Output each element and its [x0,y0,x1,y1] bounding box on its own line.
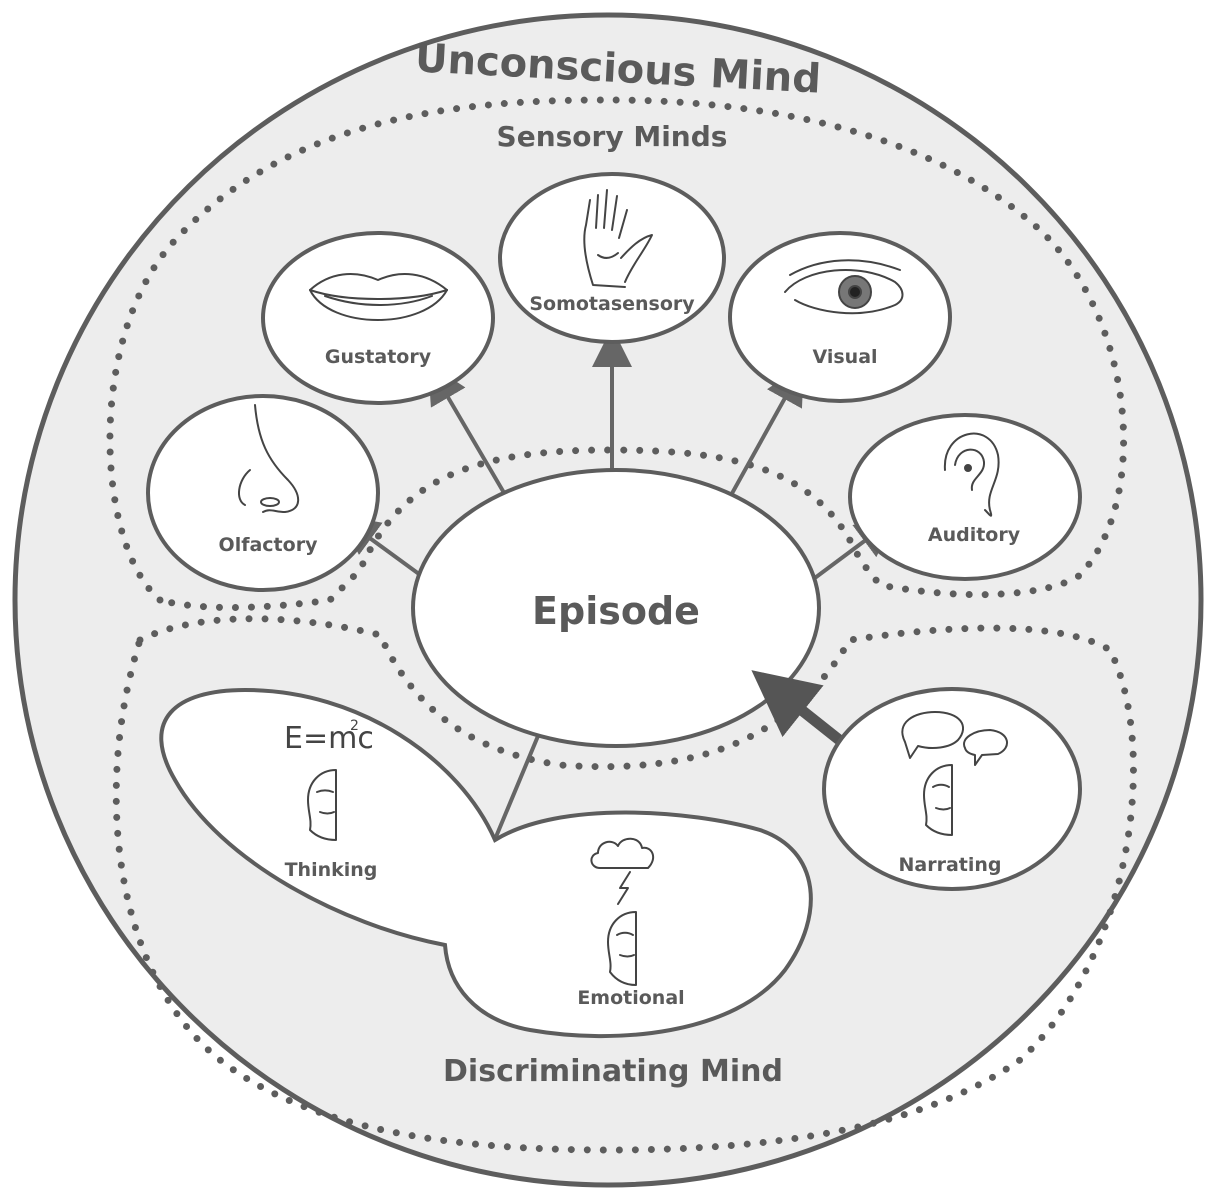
formula-exponent: 2 [350,718,359,734]
episode-node [411,468,821,748]
narrating-face-icon [923,764,953,836]
gustatory-node: Gustatory [261,231,495,405]
visual-node: Visual [728,231,952,403]
olfactory-label: Olfactory [219,534,319,556]
arrow-to-gustatory [427,363,519,517]
thinking-label: Thinking [285,859,378,881]
hand-icon [583,189,653,288]
sensory-minds-label: Sensory Minds [497,120,728,153]
episode-label: Episode [532,589,700,633]
visual-label: Visual [812,346,877,368]
narrating-label: Narrating [898,854,1001,876]
somatosensory-label: Somotasensory [529,293,695,315]
discriminating-mind-label: Discriminating Mind [443,1054,783,1089]
thinking-emotional-shape [159,687,813,1039]
emotional-face-icon [607,911,637,986]
storm-cloud-icon [590,837,655,905]
gustatory-label: Gustatory [325,346,432,368]
thinking-node: E=mc 2 Thinking [284,718,377,881]
ear-icon [943,432,1000,517]
narrating-node: Narrating [822,687,1082,891]
auditory-label: Auditory [928,524,1021,546]
olfactory-node: Olfactory [146,394,380,592]
discriminating-mind-region [112,615,1137,1154]
sensory-minds-region [106,96,1128,611]
auditory-node: Auditory [848,413,1082,581]
formula-text: E=mc [284,721,374,756]
speech-bubbles-icon [901,711,1008,766]
emotional-label: Emotional [577,987,684,1009]
arrow-to-visual [718,364,804,516]
somatosensory-node: Somotasensory [498,172,726,344]
thinking-face-icon [307,769,337,841]
emotional-node: Emotional [577,837,685,1009]
lips-icon [309,273,448,321]
nose-icon [238,404,300,513]
eye-icon [784,259,904,315]
